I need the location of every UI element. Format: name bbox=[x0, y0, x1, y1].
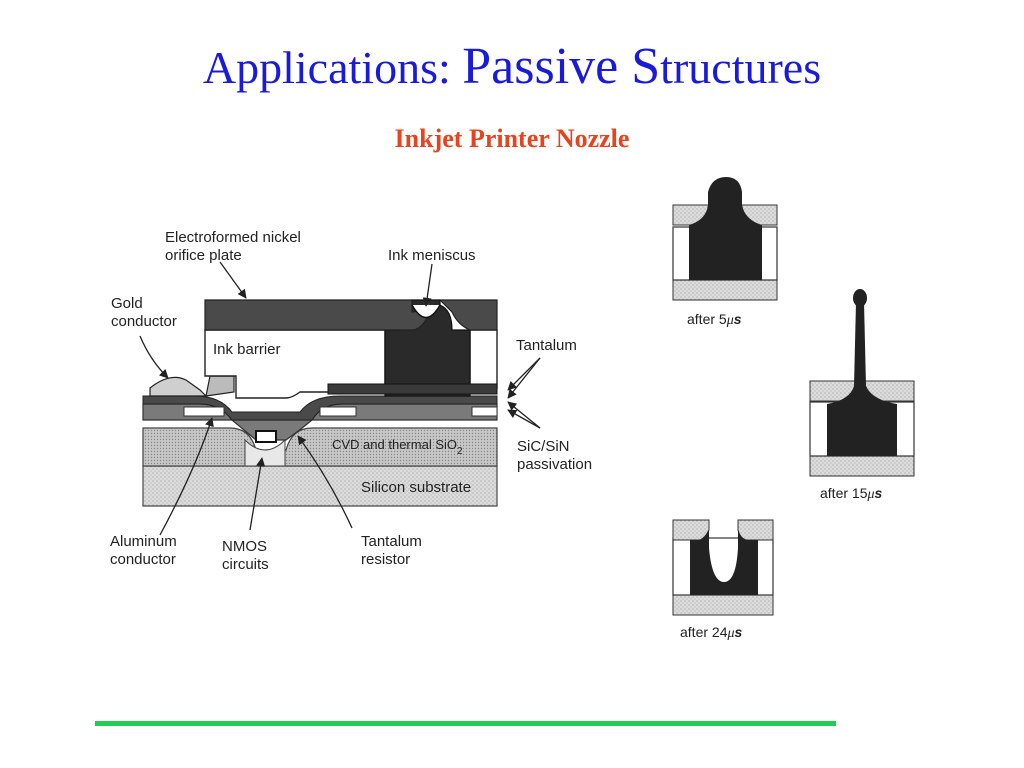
arrow-tantalum-resistor bbox=[297, 435, 353, 529]
frame3-caption: after 24μs bbox=[680, 624, 743, 641]
orifice-plate-left bbox=[204, 298, 431, 331]
footer-divider bbox=[95, 721, 836, 726]
label-resistor-1: Tantalum bbox=[361, 533, 422, 550]
label-nmos-2: circuits bbox=[222, 556, 269, 573]
frame1-caption-mu: μ bbox=[726, 313, 734, 328]
arrow-sic-2 bbox=[507, 409, 541, 429]
arrow-aluminum bbox=[159, 417, 214, 536]
frame3-ink bbox=[690, 530, 758, 595]
label-aluminum-2: conductor bbox=[110, 551, 176, 568]
aluminum-gap-right bbox=[319, 406, 357, 417]
arrow-nmos bbox=[249, 457, 266, 531]
nmos-region bbox=[244, 438, 286, 467]
aluminum-gap-far bbox=[471, 406, 498, 417]
label-ink-meniscus: Ink meniscus bbox=[388, 247, 476, 264]
label-cvd: CVD and thermal SiO2 bbox=[332, 437, 463, 457]
slide-title: Applications: Passive Structures bbox=[0, 38, 1024, 95]
ink-barrier bbox=[204, 329, 386, 399]
label-resistor-2: resistor bbox=[361, 551, 410, 568]
slide-subtitle: Inkjet Printer Nozzle bbox=[394, 124, 630, 153]
frame2-caption-mu: μ bbox=[866, 487, 874, 502]
ejection-frame-24us: after 24μs bbox=[672, 519, 774, 641]
label-cvd-sub: 2 bbox=[457, 446, 463, 457]
label-cvd-text: CVD and thermal SiO bbox=[332, 437, 457, 452]
tantalum-strip bbox=[327, 383, 498, 395]
aluminum-gap-left bbox=[183, 406, 225, 417]
title-lead: Applications: bbox=[202, 42, 463, 93]
cross-section-diagram: Electroformed nickel orifice plate Ink m… bbox=[110, 229, 592, 573]
label-orifice-plate-2: orifice plate bbox=[165, 247, 242, 264]
arrow-sic-1 bbox=[507, 401, 541, 429]
label-nmos-1: NMOS bbox=[222, 538, 267, 555]
arrow-tantalum-1 bbox=[507, 357, 541, 391]
arrow-gold-conductor bbox=[139, 335, 169, 379]
title-emphasis: Passive S bbox=[462, 38, 661, 95]
title-tail: tructures bbox=[660, 42, 822, 93]
frame1-caption: after 5μs bbox=[687, 311, 742, 328]
label-aluminum-1: Aluminum bbox=[110, 533, 177, 550]
ink-meniscus bbox=[411, 304, 441, 319]
frame2-droplet-head bbox=[853, 289, 867, 307]
tantalum-resistor bbox=[255, 430, 277, 443]
right-barrier bbox=[469, 329, 498, 389]
arrow-ink-meniscus bbox=[422, 263, 433, 307]
gold-bump bbox=[205, 375, 235, 397]
frame3-caption-value: after 24 bbox=[680, 624, 728, 640]
arrow-tantalum-2 bbox=[507, 357, 541, 399]
frame1-caption-value: after 5 bbox=[687, 311, 727, 327]
frame3-caption-mu: μ bbox=[726, 626, 734, 641]
ejection-frame-15us: after 15μs bbox=[809, 289, 915, 502]
frame2-caption: after 15μs bbox=[820, 485, 883, 502]
frame3-substrate bbox=[672, 594, 774, 616]
label-tantalum: Tantalum bbox=[516, 337, 577, 354]
frame3-plate-right bbox=[737, 519, 774, 541]
sio2-layer bbox=[142, 427, 498, 467]
frame3-plate-left bbox=[672, 519, 710, 541]
ejection-frame-5us: after 5μs bbox=[672, 177, 778, 328]
frame1-caption-s: s bbox=[734, 311, 742, 327]
frame1-ink bbox=[689, 177, 762, 280]
frame3-caption-s: s bbox=[735, 624, 743, 640]
silicon-substrate bbox=[142, 465, 498, 507]
frame2-ink bbox=[827, 302, 897, 456]
label-gold-1: Gold bbox=[111, 295, 143, 312]
label-sic-1: SiC/SiN bbox=[517, 438, 570, 455]
label-substrate: Silicon substrate bbox=[361, 479, 471, 496]
label-ink-barrier: Ink barrier bbox=[213, 341, 281, 358]
frame2-caption-value: after 15 bbox=[820, 485, 868, 501]
frame2-caption-s: s bbox=[875, 485, 883, 501]
arrow-orifice-plate bbox=[219, 261, 247, 299]
frame2-substrate bbox=[809, 455, 915, 477]
label-gold-2: conductor bbox=[111, 313, 177, 330]
label-sic-2: passivation bbox=[517, 456, 592, 473]
orifice-plate-right bbox=[438, 299, 498, 331]
gold-conductor bbox=[149, 376, 208, 397]
frame1-substrate bbox=[672, 279, 778, 301]
label-orifice-plate-1: Electroformed nickel bbox=[165, 229, 301, 246]
